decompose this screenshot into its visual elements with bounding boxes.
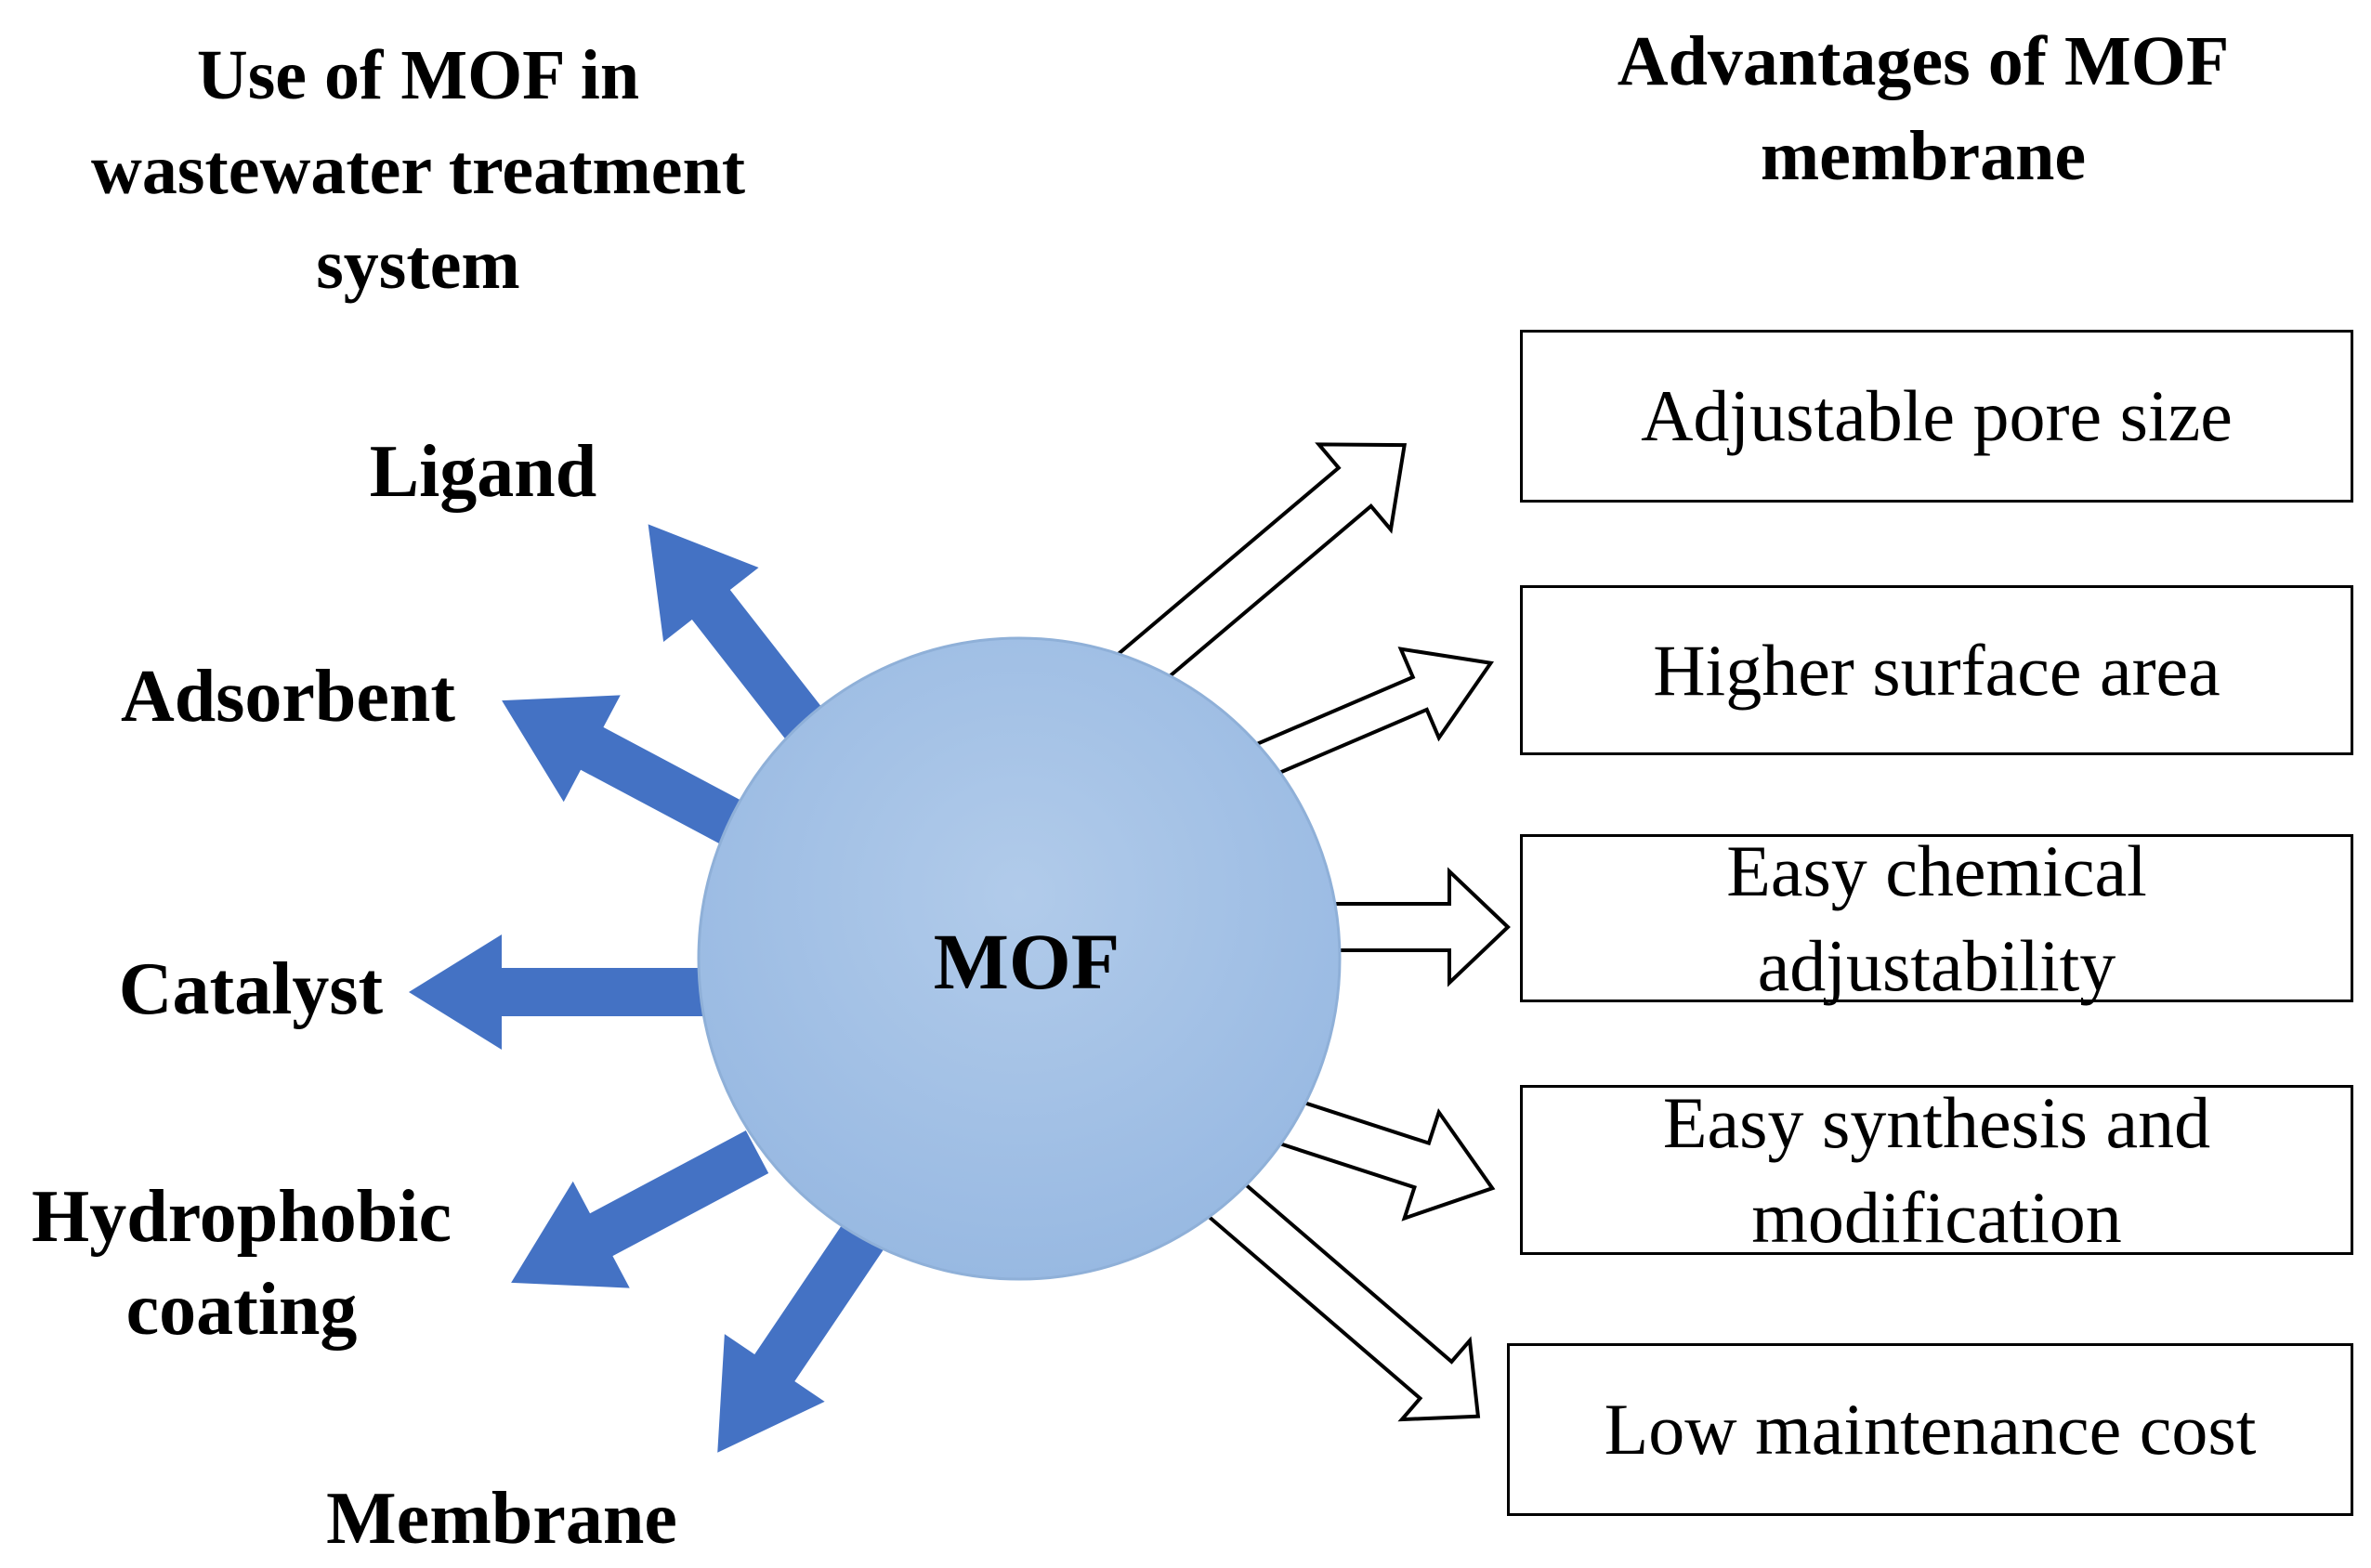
advantage-box-synthesis: Easy synthesis and modification [1520, 1082, 2353, 1258]
arrow-to-chemical-adjustability [1327, 867, 1511, 987]
arrow-to-ligand [648, 524, 828, 745]
mof-circle [697, 636, 1342, 1281]
use-label-membrane: Membrane [326, 1478, 677, 1560]
use-label-ligand: Ligand [369, 431, 597, 513]
arrow-to-maintenance-cost [1206, 1177, 1481, 1422]
use-label-hydrophobic-coating: Hydrophobic coating [9, 1170, 474, 1356]
advantage-box-maintenance-cost: Low maintenance cost [1507, 1343, 2353, 1516]
hydrophobic-line-1: Hydrophobic [32, 1176, 452, 1258]
advantage-text-line-1: Easy synthesis and [1662, 1081, 2211, 1163]
uses-heading: Use of MOF in wastewater treatment syste… [19, 28, 818, 312]
hydrophobic-line-2: coating [125, 1269, 358, 1351]
advantage-text-line-1: Easy chemical [1726, 830, 2147, 911]
advantages-heading: Advantages of MOF membrane [1524, 14, 2323, 203]
uses-heading-line-1: Use of MOF in [196, 36, 640, 114]
advantage-text: Low maintenance cost [1604, 1389, 2257, 1470]
arrow-to-synthesis [1270, 1094, 1496, 1222]
advantage-text-line-2: adjustability [1757, 924, 2116, 1006]
mof-label: MOF [933, 917, 1120, 1006]
use-label-catalyst: Catalyst [118, 948, 384, 1030]
arrow-to-hydrophobic-coating [511, 1130, 769, 1288]
advantage-box-surface-area: Higher surface area [1520, 585, 2353, 755]
use-label-adsorbent: Adsorbent [120, 656, 456, 738]
arrow-to-catalyst [409, 934, 715, 1050]
advantage-box-chemical-adjustability: Easy chemical adjustability [1520, 830, 2353, 1006]
advantages-heading-line-2: membrane [1760, 117, 2087, 195]
advantage-text: Higher surface area [1653, 629, 2220, 711]
advantages-heading-line-1: Advantages of MOF [1617, 22, 2230, 100]
arrow-to-membrane [717, 1208, 894, 1453]
advantage-text-line-2: modification [1751, 1176, 2122, 1258]
uses-heading-line-2: wastewater treatment [90, 131, 746, 209]
advantage-box-pore-size: Adjustable pore size [1520, 330, 2353, 503]
arrow-to-adsorbent [502, 695, 760, 853]
advantage-text: Adjustable pore size [1641, 375, 2233, 456]
uses-heading-line-3: system [316, 226, 520, 304]
